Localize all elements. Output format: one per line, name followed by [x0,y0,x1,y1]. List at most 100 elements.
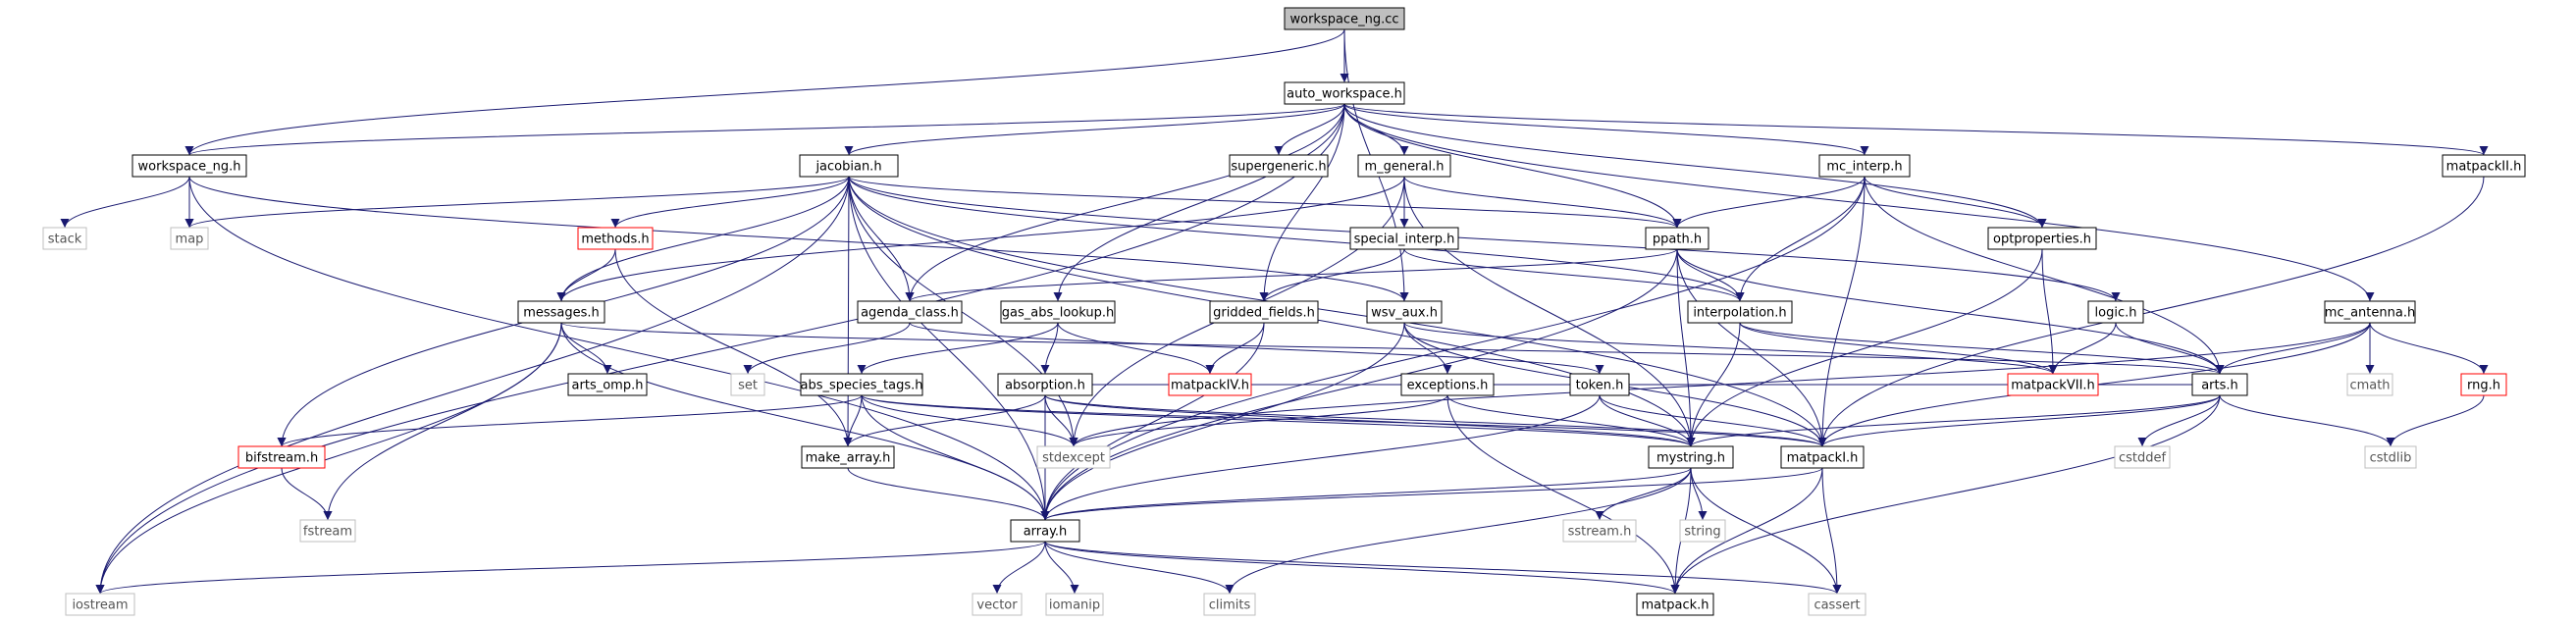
node-wsv-aux-h[interactable]: wsv_aux.h [1366,300,1443,324]
edge-mc-interp-h-to-optproperties-h [1864,176,2047,229]
node-matpackI-h[interactable]: matpackI.h [1780,445,1865,469]
edge-optproperties-h-to-matpackVII-h [2041,248,2058,375]
node-exceptions-h[interactable]: exceptions.h [1400,373,1495,396]
edge-auto-workspace-h-to-supergeneric-h [1274,103,1345,156]
node-logic-h[interactable]: logic.h [2087,300,2144,324]
node-arts-h[interactable]: arts.h [2191,373,2248,396]
edge-m-general-h-to-ppath-h [1403,176,1682,229]
edge-auto-workspace-h-to-jacobian-h [844,103,1345,156]
node-workspace-ng-h[interactable]: workspace_ng.h [131,154,247,178]
edge-exceptions-h-to-stdexcept [1069,394,1448,447]
edge-array-h-to-matpack-h [1044,541,1680,595]
node-box [1168,373,1252,396]
edge-wsv-aux-h-to-exceptions-h [1403,322,1452,375]
node-token-h[interactable]: token.h [1569,373,1630,396]
node-stdexcept: stdexcept [1036,445,1111,469]
node-mc-antenna-h[interactable]: mc_antenna.h [2324,300,2416,324]
node-rng-h[interactable]: rng.h [2460,373,2507,396]
node-box [2007,373,2099,396]
node-agenda-class-h[interactable]: agenda_class.h [857,300,963,324]
node-ppath-h[interactable]: ppath.h [1645,227,1709,250]
node-string: string [1679,519,1726,543]
node-iostream: iostream [65,593,135,616]
edge-agenda-class-h-to-token-h [909,322,1604,375]
node-label: logic.h [2095,306,2137,321]
edge-messages-h-to-fstream [323,322,562,521]
edge-array-h-to-vector [992,541,1046,595]
node-matpackVII-h[interactable]: matpackVII.h [2007,373,2099,396]
node-box [42,227,87,250]
node-mc-interp-h[interactable]: mc_interp.h [1818,154,1911,178]
node-box [1366,300,1443,324]
node-stack: stack [42,227,87,250]
node-box [799,154,899,178]
node-interpolation-h[interactable]: interpolation.h [1687,300,1793,324]
edge-array-h-to-cassert [1044,541,1842,595]
node-absorption-h[interactable]: absorption.h [997,373,1093,396]
node-gridded-fields-h[interactable]: gridded_fields.h [1209,300,1319,324]
node-special-interp-h[interactable]: special_interp.h [1349,227,1459,250]
node-gas-abs-lookup-h[interactable]: gas_abs_lookup.h [1000,300,1116,324]
node-label: mystring.h [1656,451,1725,466]
node-box [2460,373,2507,396]
node-messages-h[interactable]: messages.h [517,300,605,324]
node-workspace-ng-cc[interactable]: workspace_ng.cc [1284,7,1405,30]
edge-mc-interp-h-to-arts-h [1864,176,2225,375]
edge-m-general-h-to-messages-h [556,176,1405,302]
node-box [1400,373,1495,396]
node-make-array-h[interactable]: make_array.h [801,445,895,469]
node-label: vector [976,598,1018,613]
edge-wsv-aux-h-to-matpackVII-h [1403,322,2058,375]
node-auto-workspace-h[interactable]: auto_workspace.h [1284,81,1405,105]
node-box [972,593,1023,616]
edge-jacobian-h-to-ppath-h [848,176,1682,229]
node-cstdlib: cstdlib [2364,445,2417,469]
node-box [517,300,605,324]
edge-abs-species-tags-h-to-stdexcept [861,394,1078,447]
node-supergeneric-h[interactable]: supergeneric.h [1229,154,1329,178]
edge-matpackI-h-to-cassert [1821,467,1842,595]
node-label: make_array.h [806,451,891,466]
node-matpack-h[interactable]: matpack.h [1636,593,1714,616]
node-label: abs_species_tags.h [800,379,922,393]
node-box [1284,81,1405,105]
node-label: exceptions.h [1407,379,1489,393]
node-bifstream-h[interactable]: bifstream.h [237,445,326,469]
edge-jacobian-h-to-iostream [95,176,850,595]
node-optproperties-h[interactable]: optproperties.h [1987,227,2097,250]
node-methods-h[interactable]: methods.h [577,227,654,250]
node-label: supergeneric.h [1231,160,1326,175]
edge-bifstream-h-to-fstream [281,467,333,521]
edge-jacobian-h-to-methods-h [610,176,850,229]
edge-jacobian-h-to-map [184,176,850,229]
edge-interpolation-h-to-matpackVII-h [1739,322,2058,375]
node-abs-species-tags-h[interactable]: abs_species_tags.h [800,373,923,396]
edge-make-array-h-to-array-h [847,467,1050,521]
node-label: cstdlib [2370,451,2412,466]
node-mystring-h[interactable]: mystring.h [1648,445,1734,469]
node-box [2442,154,2526,178]
edge-auto-workspace-h-to-agenda-class-h [905,103,1345,302]
node-label: arts.h [2201,379,2238,393]
node-label: cstddef [2119,451,2167,466]
node-box [1010,519,1080,543]
node-array-h[interactable]: array.h [1010,519,1080,543]
node-arts-omp-h[interactable]: arts_omp.h [567,373,648,396]
node-matpackIV-h[interactable]: matpackIV.h [1168,373,1252,396]
node-box [800,373,923,396]
edge-array-h-to-iomanip [1044,541,1079,595]
node-m-general-h[interactable]: m_general.h [1357,154,1451,178]
node-box [567,373,648,396]
edge-mc-antenna-h-to-rng-h [2369,322,2489,375]
node-jacobian-h[interactable]: jacobian.h [799,154,899,178]
node-label: array.h [1024,525,1068,540]
node-label: agenda_class.h [861,306,959,321]
edge-abs-species-tags-h-to-array-h [861,394,1050,521]
edge-messages-h-to-arts-omp-h [560,322,612,375]
edge-auto-workspace-h-to-ppath-h [1343,103,1682,229]
edge-messages-h-to-iostream [95,322,562,595]
node-iomanip: iomanip [1045,593,1104,616]
node-vector: vector [972,593,1023,616]
node-matpackII-h[interactable]: matpackII.h [2442,154,2526,178]
node-label: methods.h [581,233,649,247]
